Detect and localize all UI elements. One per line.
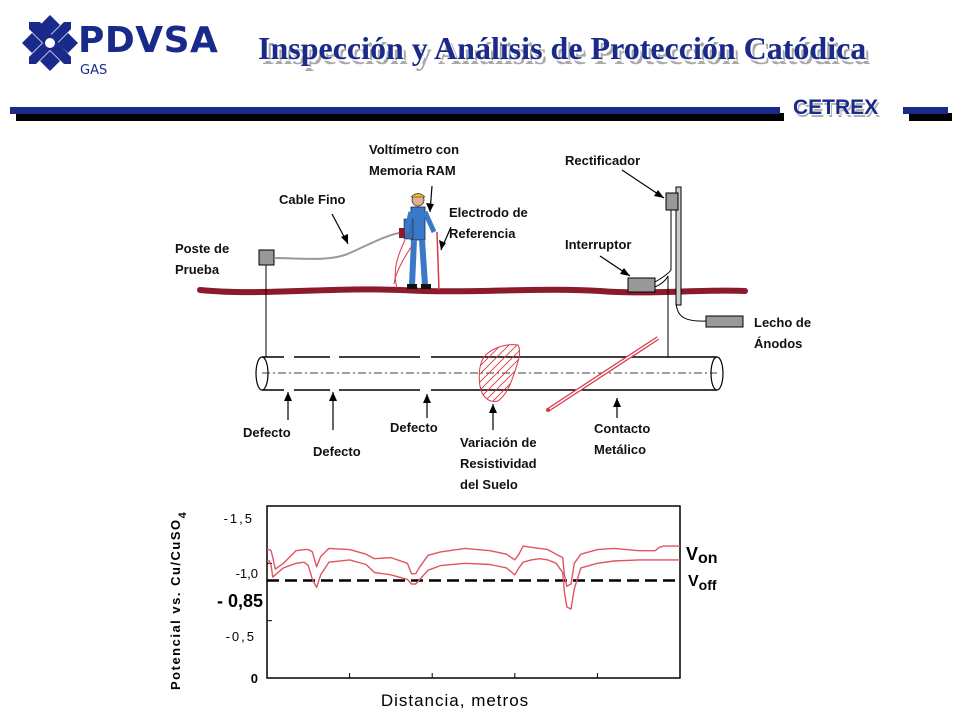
y-axis-label: Potencial vs. Cu/CuSO4 xyxy=(168,511,189,690)
brand-name: PDVSA xyxy=(78,20,219,61)
label-anode-bed-line1: Lecho de xyxy=(754,315,812,330)
legend-voff-sub: off xyxy=(699,577,717,593)
label-fine-cable-text: Cable Fino xyxy=(279,192,346,207)
label-defect-2: Defecto xyxy=(313,441,361,462)
interrupter-box xyxy=(627,277,656,293)
y-axis-label-main: Potencial vs. Cu/CuSO xyxy=(168,518,183,690)
divider-shadow xyxy=(16,113,784,121)
coating-defect xyxy=(330,354,339,360)
legend-von-sub: on xyxy=(698,550,718,567)
coating-defect xyxy=(330,387,339,393)
reference-electrode xyxy=(436,231,440,291)
label-contact: Contacto Metálico xyxy=(594,418,650,460)
coating-defect xyxy=(284,387,294,393)
label-electrode: Electrodo de Referencia xyxy=(449,202,528,244)
y-tick-label: -1,0 xyxy=(236,566,258,581)
label-voltmeter-line2: Memoria RAM xyxy=(369,163,456,178)
label-test-post-line1: Poste de xyxy=(175,241,230,256)
coating-defect xyxy=(420,387,431,393)
rectifier-pole xyxy=(675,186,682,306)
label-defect-3: Defecto xyxy=(390,417,438,438)
coating-defect xyxy=(284,354,294,360)
technician-icon xyxy=(393,193,437,289)
y-tick-label: -0,5 xyxy=(226,629,256,644)
metallic-contact-rod xyxy=(546,336,660,412)
label-rectifier-text: Rectificador xyxy=(565,153,641,168)
label-soil-line2: Resistividad xyxy=(460,456,537,471)
divider-shadow-right xyxy=(909,113,952,121)
label-interrupter: Interruptor xyxy=(565,234,631,255)
label-test-post-line2: Prueba xyxy=(175,262,220,277)
label-defect-3-text: Defecto xyxy=(390,420,438,435)
divider-bar-right xyxy=(903,107,948,114)
label-defect-1-text: Defecto xyxy=(243,425,291,440)
threshold-label: - 0,85 xyxy=(217,591,263,611)
coating-defect xyxy=(420,354,431,360)
label-anode-bed-line2: Ánodos xyxy=(754,336,803,351)
chart-frame xyxy=(266,505,681,679)
label-voltmeter: Voltímetro con Memoria RAM xyxy=(369,139,459,181)
y-axis-label-sub: 4 xyxy=(177,511,189,519)
label-defect-2-text: Defecto xyxy=(313,444,361,459)
interrupter-wire xyxy=(654,210,672,283)
interrupter-wire-2 xyxy=(654,275,669,360)
x-axis-label: Distancia, metros xyxy=(381,691,529,710)
pipeline-diagram xyxy=(197,169,748,430)
label-contact-line1: Contacto xyxy=(594,421,651,436)
fine-cable xyxy=(273,231,406,260)
y-tick-label: -1,5 xyxy=(224,511,254,526)
anode-cable xyxy=(675,299,707,322)
ground-surface xyxy=(197,286,748,296)
label-electrode-line1: Electrodo de xyxy=(449,205,528,220)
label-fine-cable: Cable Fino xyxy=(279,189,345,210)
legend-voff-main: V xyxy=(688,573,699,590)
series-line-on xyxy=(267,545,680,587)
label-contact-line2: Metálico xyxy=(594,442,647,457)
rectifier-box xyxy=(665,192,679,211)
label-rectifier: Rectificador xyxy=(565,150,640,171)
brand-subtitle: GAS xyxy=(80,63,108,78)
label-defect-1: Defecto xyxy=(243,422,291,443)
divider-bar xyxy=(10,107,780,114)
series-line-off xyxy=(267,558,680,610)
label-electrode-line2: Referencia xyxy=(449,226,516,241)
label-interrupter-text: Interruptor xyxy=(565,237,632,252)
label-soil-line3: del Suelo xyxy=(460,477,518,492)
y-tick-label: 0 xyxy=(251,671,258,686)
legend-von-main: V xyxy=(686,544,698,564)
label-voltmeter-line1: Voltímetro con xyxy=(369,142,460,157)
header-divider xyxy=(10,107,952,121)
label-test-post: Poste de Prueba xyxy=(175,238,229,280)
page-title: Inspección y Análisis de Protección Cató… xyxy=(258,30,867,66)
chart-ticks xyxy=(267,505,598,679)
label-anode-bed: Lecho de Ánodos xyxy=(754,312,811,354)
plot-area-border xyxy=(266,505,681,679)
pdvsa-logo-icon xyxy=(22,15,78,71)
org-label: CETREX xyxy=(793,96,879,119)
label-soil-line1: Variación de xyxy=(460,435,537,450)
label-soil: Variación de Resistividad del Suelo xyxy=(460,432,537,495)
chart-series xyxy=(267,545,680,610)
legend-von: Von xyxy=(686,544,718,567)
legend-voff: Voff xyxy=(688,573,717,593)
